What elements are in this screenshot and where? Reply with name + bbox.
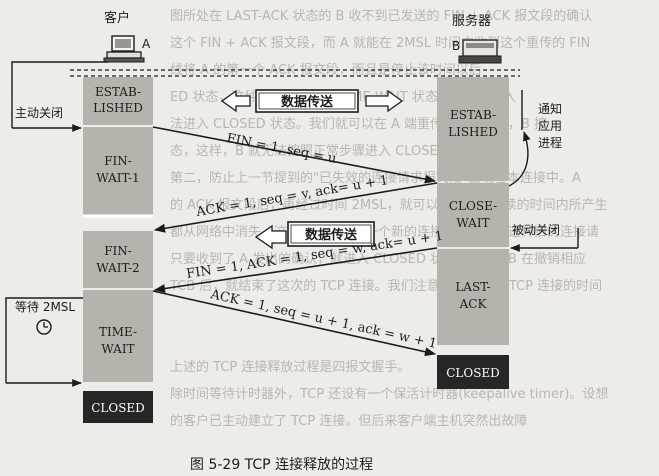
notify-app-line-1: 通知 <box>538 102 562 116</box>
background-text-line: 态，这样，B 就无法按照正常步骤进入 CLOSED 状态。 <box>170 143 491 159</box>
server-state-3-line1: LAST- <box>455 280 490 294</box>
msg-final-ack-label: ACK = 1, seq = u + 1, ack = w + 1 <box>208 287 438 352</box>
server-label: 服务器 <box>452 13 491 29</box>
server-state-close-wait <box>437 183 509 247</box>
client-state-established <box>83 77 153 125</box>
server-state-established <box>437 77 509 181</box>
client-state-4-line1: TIME- <box>99 325 137 339</box>
client-state-3-line2: WAIT-2 <box>96 261 139 275</box>
server-closed-label: CLOSED <box>446 366 500 380</box>
client-state-fin-wait-2 <box>83 231 153 288</box>
client-state-fin-wait-1 <box>83 127 153 215</box>
background-text-line: 除时间等待计时器外，TCP 还设有一个保活计时器(keepalive timer… <box>170 386 608 402</box>
client-state-4-line2: WAIT <box>101 342 134 356</box>
background-text-line: 这个 FIN + ACK 报文段，而 A 就能在 2MSL 时间内收到这个重传的… <box>170 35 590 51</box>
data-transfer-2-label: 数据传送 <box>305 227 358 243</box>
background-page-text: 图所处在 LAST-ACK 状态的 B 收不到已发送的 FIN + ACK 报文… <box>169 8 608 429</box>
client-computer-icon <box>103 35 145 63</box>
server-state-2-line1: CLOSE- <box>449 199 497 213</box>
client-state-2-line2: WAIT-1 <box>96 171 139 185</box>
server-state-closed <box>437 355 509 389</box>
server-state-3-line2: ACK <box>459 297 488 311</box>
clock-icon <box>36 319 52 335</box>
notify-app-line-3: 进程 <box>538 135 562 150</box>
data-transfer-1-arrow <box>220 89 404 113</box>
server-computer-icon <box>458 39 502 64</box>
background-text-line: 图所处在 LAST-ACK 状态的 B 收不到已发送的 FIN + ACK 报文… <box>170 8 592 24</box>
client-state-closed <box>83 391 153 423</box>
background-text-line: 上述的 TCP 连接释放过程是四报文握手。 <box>170 359 410 375</box>
background-text-line: 的客户已主动建立了 TCP 连接。但后来客户端主机突然出故障 <box>170 413 527 429</box>
msg-fin-ack-arrow <box>153 247 438 293</box>
notify-app-arrow <box>508 131 531 187</box>
wait-2msl-label: 等待 2MSL <box>15 300 75 314</box>
passive-close-label: 被动关闭 <box>512 223 560 237</box>
data-transfer-2-arrow <box>254 221 375 250</box>
msg-fin-arrow <box>152 126 437 184</box>
server-state-1-line1: ESTAB- <box>450 108 496 122</box>
client-closed-label: CLOSED <box>91 401 145 415</box>
client-letter: A <box>142 37 151 51</box>
active-close-label: 主动关闭 <box>15 106 63 120</box>
notify-app-line-2: 应用 <box>538 118 562 133</box>
client-state-1-line2: LISHED <box>93 101 143 115</box>
client-state-2-line1: FIN- <box>104 154 132 168</box>
client-state-1-line1: ESTAB- <box>95 85 141 99</box>
msg-ack-arrow <box>153 182 438 233</box>
figure-caption: 图 5-29 TCP 连接释放的过程 <box>190 456 373 473</box>
client-state-time-wait <box>83 290 153 382</box>
client-state-3-line1: FIN- <box>104 244 132 258</box>
client-label: 客户 <box>104 10 130 26</box>
server-state-2-line2: WAIT <box>456 216 489 230</box>
msg-fin-label: FIN = 1, seq = u <box>225 131 337 167</box>
server-state-1-line2: LISHED <box>448 125 498 139</box>
msg-final-ack-arrow <box>152 290 437 357</box>
active-close-bracket <box>11 61 108 92</box>
server-state-last-ack <box>437 249 509 345</box>
data-transfer-1-label: 数据传送 <box>281 94 334 110</box>
server-letter: B <box>452 39 460 53</box>
